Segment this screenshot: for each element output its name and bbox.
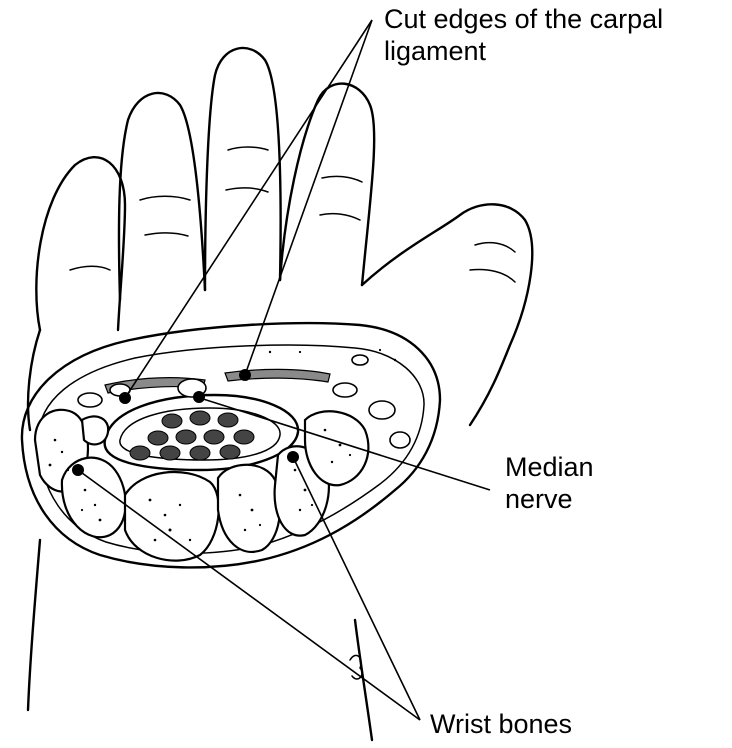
wrist-bone-marker-right: [287, 451, 299, 463]
median-nerve-label-line-2: nerve: [505, 483, 594, 515]
carpal-ligament-marker-right: [239, 369, 251, 381]
median-nerve-label-line-1: Median: [505, 451, 594, 483]
carpal-bones: [35, 410, 368, 561]
wrist-bones-label: Wrist bones: [430, 708, 572, 740]
carpal-ligament-label-line-2: ligament: [384, 35, 663, 67]
carpal-ligament-label: Cut edges of the carpal ligament: [384, 3, 663, 67]
wrist-bone-marker-left: [72, 464, 84, 476]
median-nerve-marker: [193, 391, 205, 403]
tendons: [130, 411, 254, 460]
wrist-cross-section: [22, 323, 440, 567]
wrist-bones-label-line-1: Wrist bones: [430, 708, 572, 740]
carpal-ligament-label-line-1: Cut edges of the carpal: [384, 3, 663, 35]
median-nerve-label: Median nerve: [505, 451, 594, 515]
hand-outline: [28, 48, 532, 740]
carpal-ligament-marker-left: [119, 392, 131, 404]
